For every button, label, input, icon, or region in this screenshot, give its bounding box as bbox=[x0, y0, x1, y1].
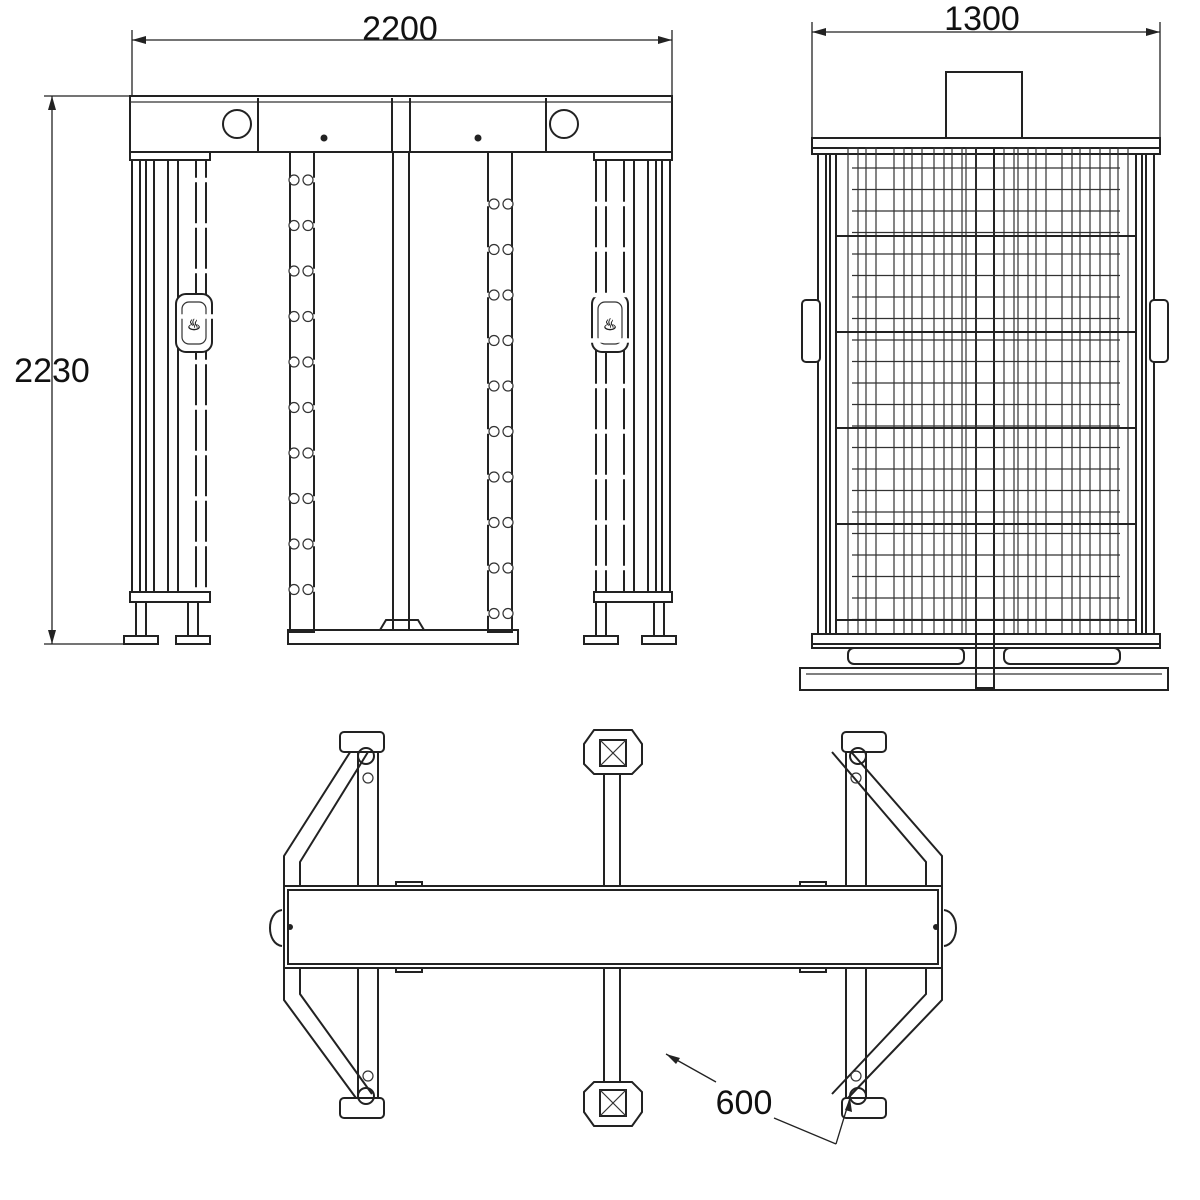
side-column bbox=[847, 147, 859, 635]
front-foot bbox=[187, 601, 199, 637]
front-left-rotor bbox=[289, 151, 315, 633]
top-lower-post-housing bbox=[583, 1081, 643, 1127]
side-width-dimension-line bbox=[811, 22, 1161, 138]
side-base bbox=[799, 667, 1169, 691]
svg-text:♨: ♨ bbox=[603, 317, 617, 334]
arm-length-leader bbox=[665, 1053, 852, 1145]
side-column bbox=[911, 147, 923, 635]
side-column bbox=[1003, 147, 1015, 635]
front-right-arms bbox=[429, 198, 631, 620]
height-dimension-line bbox=[44, 95, 132, 645]
front-width-dimension-label: 2200 bbox=[362, 10, 438, 48]
front-foot bbox=[595, 601, 607, 637]
side-column bbox=[1035, 147, 1047, 635]
top-view bbox=[269, 729, 957, 1145]
side-column bbox=[865, 147, 877, 635]
side-column bbox=[1061, 147, 1073, 635]
front-foot bbox=[653, 601, 665, 637]
top-upper-post-housing bbox=[583, 729, 643, 775]
front-canopy bbox=[129, 95, 673, 153]
side-right-reader bbox=[1149, 299, 1169, 363]
side-column bbox=[1017, 147, 1029, 635]
front-right-reader-icon bbox=[549, 109, 579, 139]
top-rotor-arms bbox=[513, 781, 713, 1073]
side-column bbox=[965, 147, 977, 635]
side-column bbox=[893, 147, 905, 635]
svg-text:♨: ♨ bbox=[187, 317, 201, 334]
side-top-motor-box bbox=[945, 71, 1023, 139]
arm-length-dimension-label: 600 bbox=[716, 1084, 773, 1122]
front-foot bbox=[135, 601, 147, 637]
side-column bbox=[933, 147, 945, 635]
side-column bbox=[1079, 147, 1091, 635]
top-canopy-bar bbox=[283, 885, 943, 969]
front-left-reader-icon bbox=[222, 109, 252, 139]
front-center-post bbox=[392, 151, 410, 631]
side-view bbox=[799, 71, 1169, 691]
front-width-dimension-line bbox=[131, 30, 673, 96]
side-column bbox=[951, 147, 963, 635]
front-view: ♨ ♨ bbox=[123, 95, 677, 645]
front-left-card-reader bbox=[175, 293, 213, 353]
side-column bbox=[1117, 147, 1129, 635]
front-right-rotor bbox=[487, 151, 513, 633]
side-center-post bbox=[975, 147, 995, 689]
side-left-reader bbox=[801, 299, 821, 363]
side-column bbox=[1099, 147, 1111, 635]
front-left-arms bbox=[179, 174, 375, 596]
